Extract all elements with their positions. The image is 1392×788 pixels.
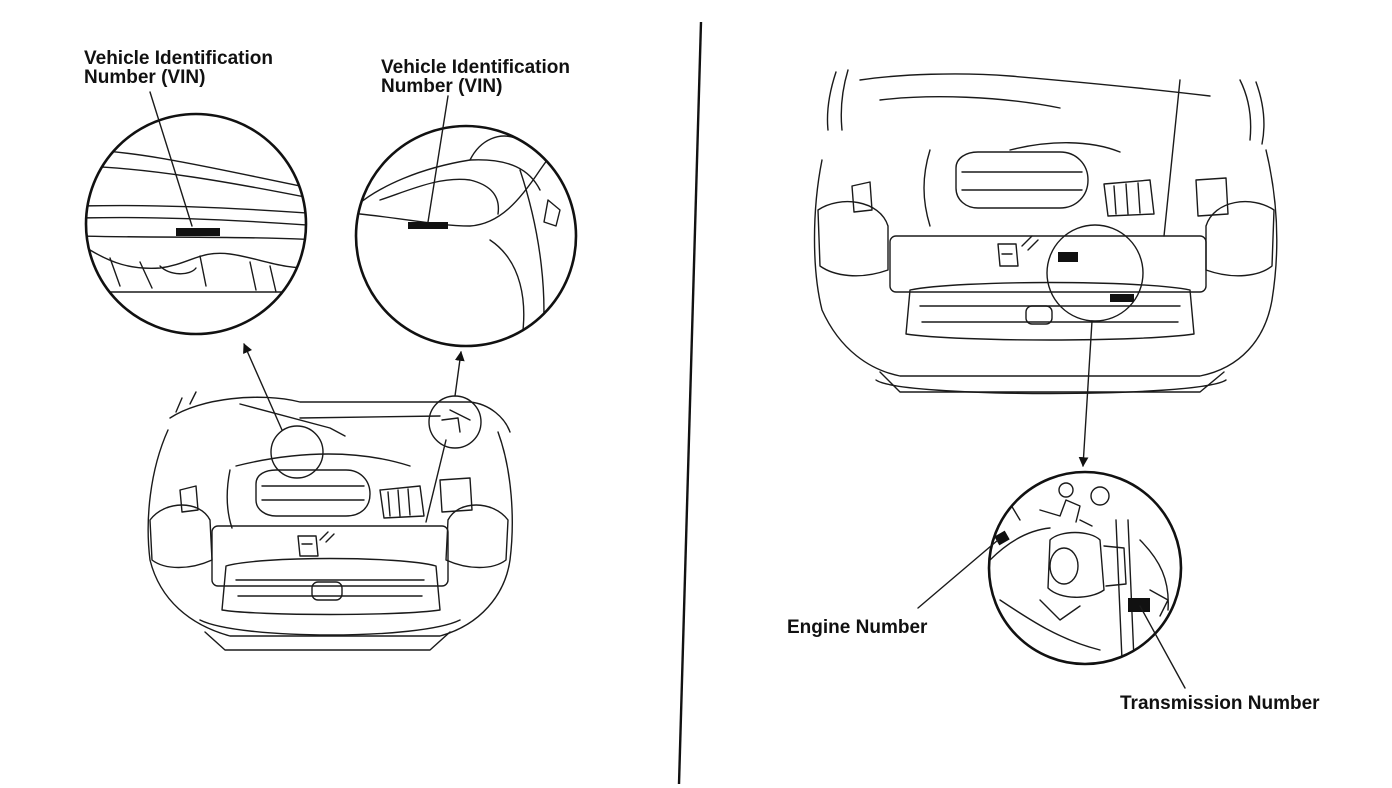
engine-number-leader-line [917, 539, 999, 609]
divider-line [677, 21, 703, 785]
vin-detail-circle-right [354, 95, 578, 348]
right-vehicle-drawing [813, 69, 1278, 467]
transmission-number-marker [1110, 294, 1134, 302]
engine-number-marker [1058, 252, 1078, 262]
transmission-number-leader-line [1139, 605, 1186, 689]
vin-label-left-line2: Number (VIN) [84, 67, 206, 88]
vin-label-left: Vehicle Identification Number (VIN) [84, 49, 273, 87]
left-vehicle-drawing [147, 343, 513, 651]
vin-detail-circle-left [84, 91, 308, 336]
vin-label-right-line2: Number (VIN) [381, 76, 503, 97]
vin-label-right-line1: Vehicle Identification [381, 57, 570, 78]
vin-label-left-line1: Vehicle Identification [84, 48, 273, 69]
vin-right-leader-line [427, 95, 449, 223]
vin-plate-left [176, 228, 220, 236]
vin-left-leader-line [149, 91, 193, 227]
transmission-number-label: Transmission Number [1120, 693, 1320, 714]
vin-plate-right [408, 222, 448, 229]
engine-transmission-detail-circle [917, 470, 1186, 689]
vin-label-right: Vehicle Identification Number (VIN) [381, 58, 570, 96]
engine-number-label: Engine Number [787, 617, 928, 638]
